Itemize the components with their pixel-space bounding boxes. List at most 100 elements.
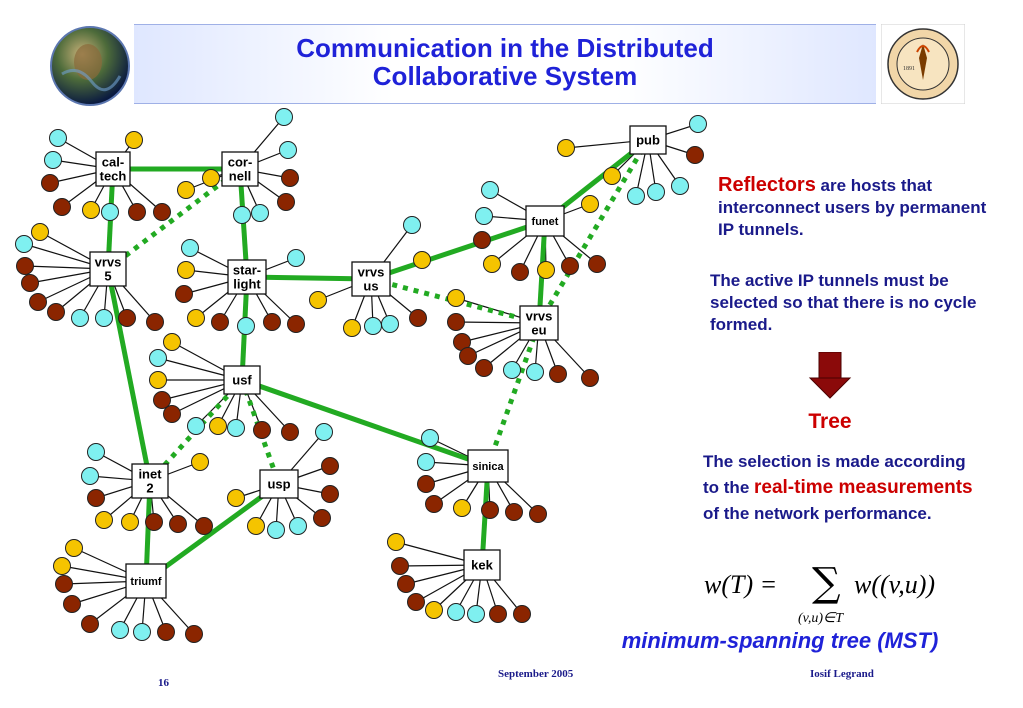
client-node (537, 261, 555, 279)
reflectors-desc: are hosts that interconnect users by per… (718, 176, 987, 239)
client-node (153, 203, 171, 221)
reflector-label: pub (636, 133, 660, 148)
client-node (47, 303, 65, 321)
client-node (397, 575, 415, 593)
client-node (425, 495, 443, 513)
client-node (281, 423, 299, 441)
selection-text: The selection is made according to the r… (703, 449, 983, 527)
client-node (425, 601, 443, 619)
formula-sum: ∑ (812, 560, 841, 606)
reflector-label: triumf (130, 576, 162, 588)
footer-date: September 2005 (498, 668, 574, 680)
reflector-label: 2 (146, 481, 153, 496)
client-node (503, 361, 521, 379)
client-node (407, 593, 425, 611)
client-node (146, 313, 164, 331)
client-node (163, 333, 181, 351)
client-node (557, 139, 575, 157)
client-node (561, 257, 579, 275)
client-node (211, 313, 229, 331)
reflector-label: vrvs (358, 265, 385, 280)
mst-caption: minimum-spanning tree (MST) (621, 628, 939, 653)
reflector-label: sinica (472, 461, 504, 473)
client-node (453, 499, 471, 517)
client-node (627, 187, 645, 205)
client-node (111, 621, 129, 639)
client-node (549, 365, 567, 383)
client-node (44, 151, 62, 169)
slide-title: Communication in the Distributed Collabo… (134, 34, 876, 90)
reflector-label: light (233, 277, 261, 292)
client-node (253, 421, 271, 439)
selection-post: of the network performance. (703, 504, 932, 523)
client-node (647, 183, 665, 201)
reflector-kek: kek (463, 549, 501, 581)
client-node (417, 475, 435, 493)
client-node (289, 517, 307, 535)
active-tunnel-vrvsus-funet (370, 218, 546, 282)
reflector-label: cal- (102, 155, 124, 170)
client-node (233, 206, 251, 224)
active-tunnels-text: The active IP tunnels must be selected s… (710, 271, 977, 334)
reflector-label: vrvs (95, 255, 122, 270)
client-node (163, 405, 181, 423)
client-node (29, 293, 47, 311)
client-node (187, 309, 205, 327)
client-node (277, 193, 295, 211)
client-node (195, 517, 213, 535)
client-node (65, 539, 83, 557)
client-node (87, 443, 105, 461)
client-node (413, 251, 431, 269)
reflectors-word: Reflectors (718, 174, 816, 196)
client-node (489, 605, 507, 623)
client-node (95, 511, 113, 529)
client-node (321, 457, 339, 475)
client-node (447, 313, 465, 331)
client-node (81, 615, 99, 633)
selection-red: real-time measurements (754, 477, 973, 498)
reflector-label: vrvs (526, 309, 553, 324)
client-node (49, 129, 67, 147)
client-node (55, 575, 73, 593)
reflector-label: kek (471, 558, 493, 573)
client-node (287, 249, 305, 267)
footer-author: Iosif Legrand (810, 668, 874, 680)
client-node (603, 167, 621, 185)
client-node (15, 235, 33, 253)
reflector-label: us (363, 279, 378, 294)
client-node (313, 509, 331, 527)
reflector-label: funet (532, 216, 559, 228)
formula-lhs: w(T) = (704, 570, 778, 599)
reflector-usp: usp (259, 469, 299, 499)
reflector-funet: funet (525, 205, 565, 237)
client-node (169, 515, 187, 533)
reflector-label: tech (100, 169, 127, 184)
client-node (87, 489, 105, 507)
client-node (227, 419, 245, 437)
reflectors-text: Reflectors are hosts that interconnect u… (718, 174, 998, 241)
client-node (581, 369, 599, 387)
mst-formula: w(T) = ∑ w((v,u)) (v,u)∈T (700, 560, 980, 630)
title-line-1: Communication in the Distributed (296, 33, 714, 63)
client-node (315, 423, 333, 441)
client-node (209, 417, 227, 435)
inactive-tunnel-sinica-vrvseu (485, 322, 542, 467)
client-node (267, 521, 285, 539)
client-node (53, 198, 71, 216)
client-node (181, 239, 199, 257)
selection-pre: The selection is made according to the (703, 452, 966, 497)
client-node (275, 108, 293, 126)
client-node (101, 203, 119, 221)
client-node (459, 347, 477, 365)
client-node (417, 453, 435, 471)
client-node (121, 513, 139, 531)
title-line-2: Collaborative System (372, 61, 638, 91)
client-node (63, 595, 81, 613)
reflector-sinica: sinica (467, 449, 509, 483)
client-node (343, 319, 361, 337)
client-node (403, 216, 421, 234)
client-node (473, 231, 491, 249)
client-node (118, 309, 136, 327)
